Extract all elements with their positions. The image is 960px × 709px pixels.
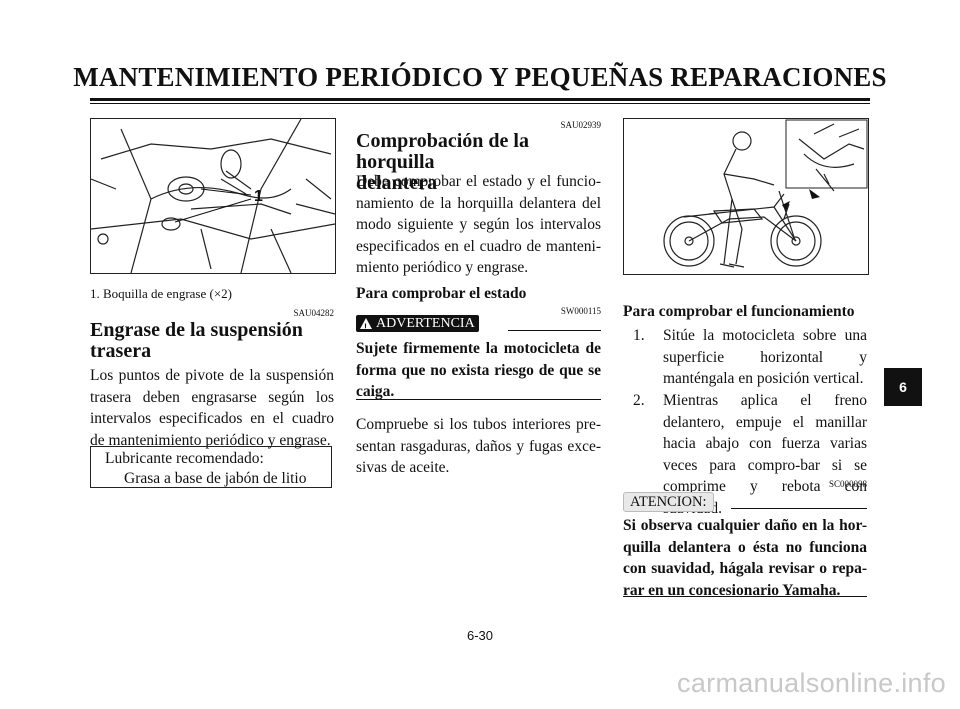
caution-badge: ATENCION: xyxy=(623,492,714,512)
step-text: Sitúe la motocicleta sobre una superfici… xyxy=(663,327,867,387)
warning-triangle-icon xyxy=(360,318,372,336)
list-item: 1. Sitúe la motocicleta sobre una superf… xyxy=(633,325,867,390)
rear-suspension-figure: 1 xyxy=(90,118,336,274)
motorcycle-illustration xyxy=(663,119,868,268)
warning-text: Sujete firmemente la motocicleta de form… xyxy=(356,340,601,400)
inner-tubes-text: Compruebe si los tubos interiores pre-se… xyxy=(356,416,601,476)
lubricant-label: Lubricante recomendado: xyxy=(105,450,264,467)
lubricant-value: Grasa a base de jabón de litio xyxy=(124,470,307,487)
heading-line: delantera xyxy=(356,172,438,194)
check-condition-subhead: Para comprobar el estado xyxy=(356,285,527,302)
warning-label: ADVERTENCIA xyxy=(376,316,475,331)
section-code: SAU02939 xyxy=(560,120,601,130)
page-title: MANTENIMIENTO PERIÓDICO Y PEQUEÑAS REPAR… xyxy=(73,62,887,92)
figure-callout: 1 xyxy=(254,188,263,205)
heading-line: Engrase de la suspensión xyxy=(90,319,303,341)
heading-line: Comprobación de la horquilla xyxy=(356,130,529,173)
page-number: 6-30 xyxy=(466,628,494,643)
step-number: 1. xyxy=(633,327,645,344)
check-operation-subhead: Para comprobar el funcionamiento xyxy=(623,303,855,320)
lubricant-box: Lubricante recomendado: Grasa a base de … xyxy=(90,446,332,488)
header-rule-thick xyxy=(90,98,870,101)
heading-line: trasera xyxy=(90,340,152,362)
section-code: SAU04282 xyxy=(293,308,334,318)
chapter-tab: 6 xyxy=(884,368,922,406)
caution-bottom-rule xyxy=(623,596,867,597)
figure-caption: 1. Boquilla de engrase (×2) xyxy=(90,286,232,301)
rear-suspension-heading: Engrase de la suspensión trasera xyxy=(90,320,334,362)
caution-line xyxy=(731,508,867,509)
rear-suspension-text: Los puntos de pivote de la suspensión tr… xyxy=(90,367,334,449)
warning-badge: ADVERTENCIA xyxy=(356,315,479,336)
rear-suspension-illustration: 1 xyxy=(90,118,336,274)
step-number: 2. xyxy=(633,392,645,409)
header-rule-thin xyxy=(90,103,870,104)
caution-code: SC000098 xyxy=(828,479,867,489)
warning-bottom-rule xyxy=(356,399,601,400)
front-fork-heading: Comprobación de la horquilla delantera xyxy=(356,131,601,194)
front-fork-text: Debe comprobar el estado y el funcio-nam… xyxy=(356,173,601,276)
warning-line xyxy=(508,330,601,331)
fork-check-figure xyxy=(623,118,869,275)
warning-code: SW000115 xyxy=(560,306,601,316)
watermark: carmanualsonline.info xyxy=(677,668,946,698)
caution-text: Si observa cualquier daño en la hor-quil… xyxy=(623,517,867,599)
